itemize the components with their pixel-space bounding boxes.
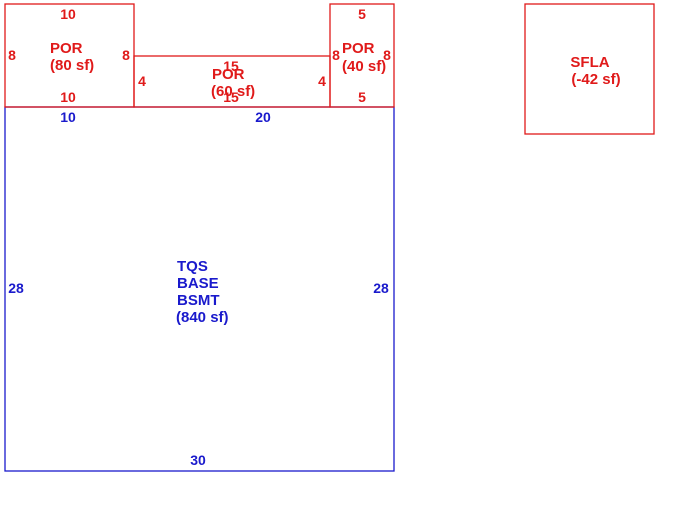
porch-middle-dim-left: 4 — [138, 73, 146, 89]
porch-right-area[interactable]: 5 5 8 8 POR (40 sf) — [329, 3, 395, 108]
porch-left-dim-right: 8 — [122, 47, 130, 63]
sfla-area-value: (-42 sf) — [571, 71, 620, 88]
porch-right-area-value: (40 sf) — [342, 58, 386, 75]
porch-right-label: POR — [342, 40, 375, 57]
porch-middle-area-value: (60 sf) — [211, 83, 255, 100]
porch-left-dim-bottom: 10 — [60, 89, 76, 105]
base-dim-right: 28 — [373, 280, 389, 296]
porch-middle-dim-top: 15 — [223, 58, 239, 74]
base-label-line-2: BASE — [177, 275, 219, 292]
base-area-value: (840 sf) — [176, 309, 229, 326]
base-label-line-3: BSMT — [177, 292, 220, 309]
base-dim-top-left: 10 — [60, 109, 76, 125]
porch-right-dim-bottom: 5 — [358, 89, 366, 105]
base-dim-bottom: 30 — [190, 452, 206, 468]
base-dim-top-right: 20 — [255, 109, 271, 125]
sfla-outline — [524, 3, 655, 135]
porch-right-dim-right: 8 — [383, 47, 391, 63]
porch-left-label: POR — [50, 40, 83, 57]
porch-right-dim-top: 5 — [358, 6, 366, 22]
sfla-area[interactable]: SFLA (-42 sf) — [524, 3, 655, 135]
porch-middle-area[interactable]: 15 15 4 4 POR (60 sf) — [133, 55, 331, 108]
sfla-label: SFLA — [570, 54, 609, 71]
porch-right-dim-left: 8 — [332, 47, 340, 63]
porch-middle-dim-bottom: 15 — [223, 89, 239, 105]
base-basement-area[interactable]: 10 20 28 28 30 TQS BASE BSMT (840 sf) — [4, 106, 395, 472]
porch-middle-label: POR — [212, 66, 245, 83]
porch-right-outline — [329, 3, 395, 108]
base-dim-left: 28 — [8, 280, 24, 296]
porch-left-dim-left: 8 — [8, 47, 16, 63]
porch-left-dim-top: 10 — [60, 6, 76, 22]
porch-middle-dim-right: 4 — [318, 73, 326, 89]
porch-left-area-value: (80 sf) — [50, 57, 94, 74]
porch-left-area[interactable]: 10 10 8 8 POR (80 sf) — [4, 3, 135, 108]
base-label-line-1: TQS — [177, 258, 208, 275]
